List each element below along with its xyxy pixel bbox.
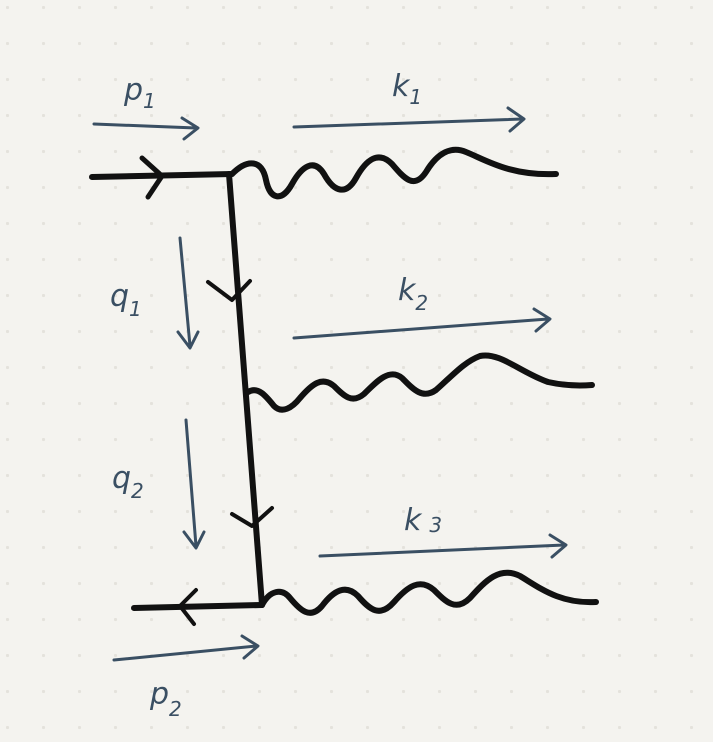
arrow-p2	[112, 634, 260, 662]
arrow-q2	[182, 418, 206, 550]
propagator-arrowhead-q1	[206, 279, 252, 302]
photon-k3	[259, 569, 599, 616]
label-q2: q2	[112, 461, 144, 503]
outgoing-arrowhead	[178, 588, 198, 626]
momentum-arrows	[92, 106, 568, 662]
arrow-k2	[292, 307, 552, 340]
propagator-vertical	[226, 171, 265, 608]
photon-k1	[229, 146, 559, 200]
photon-k2	[245, 352, 595, 413]
propagator-arrowhead-q2	[230, 506, 274, 528]
label-q1: q1	[110, 279, 142, 321]
arrow-k1	[292, 106, 526, 133]
arrow-p1	[92, 116, 200, 141]
arrow-q1	[176, 236, 200, 350]
label-k2: k2	[398, 273, 428, 315]
photon-lines	[229, 146, 599, 616]
incoming-arrowhead	[139, 155, 165, 200]
label-p2: p2	[149, 677, 182, 721]
outgoing-fermion-p2	[131, 602, 265, 611]
arrow-k3	[318, 533, 568, 559]
label-p1: p1	[123, 73, 156, 113]
fermion-line	[89, 155, 274, 626]
label-k1: k1	[392, 69, 422, 109]
